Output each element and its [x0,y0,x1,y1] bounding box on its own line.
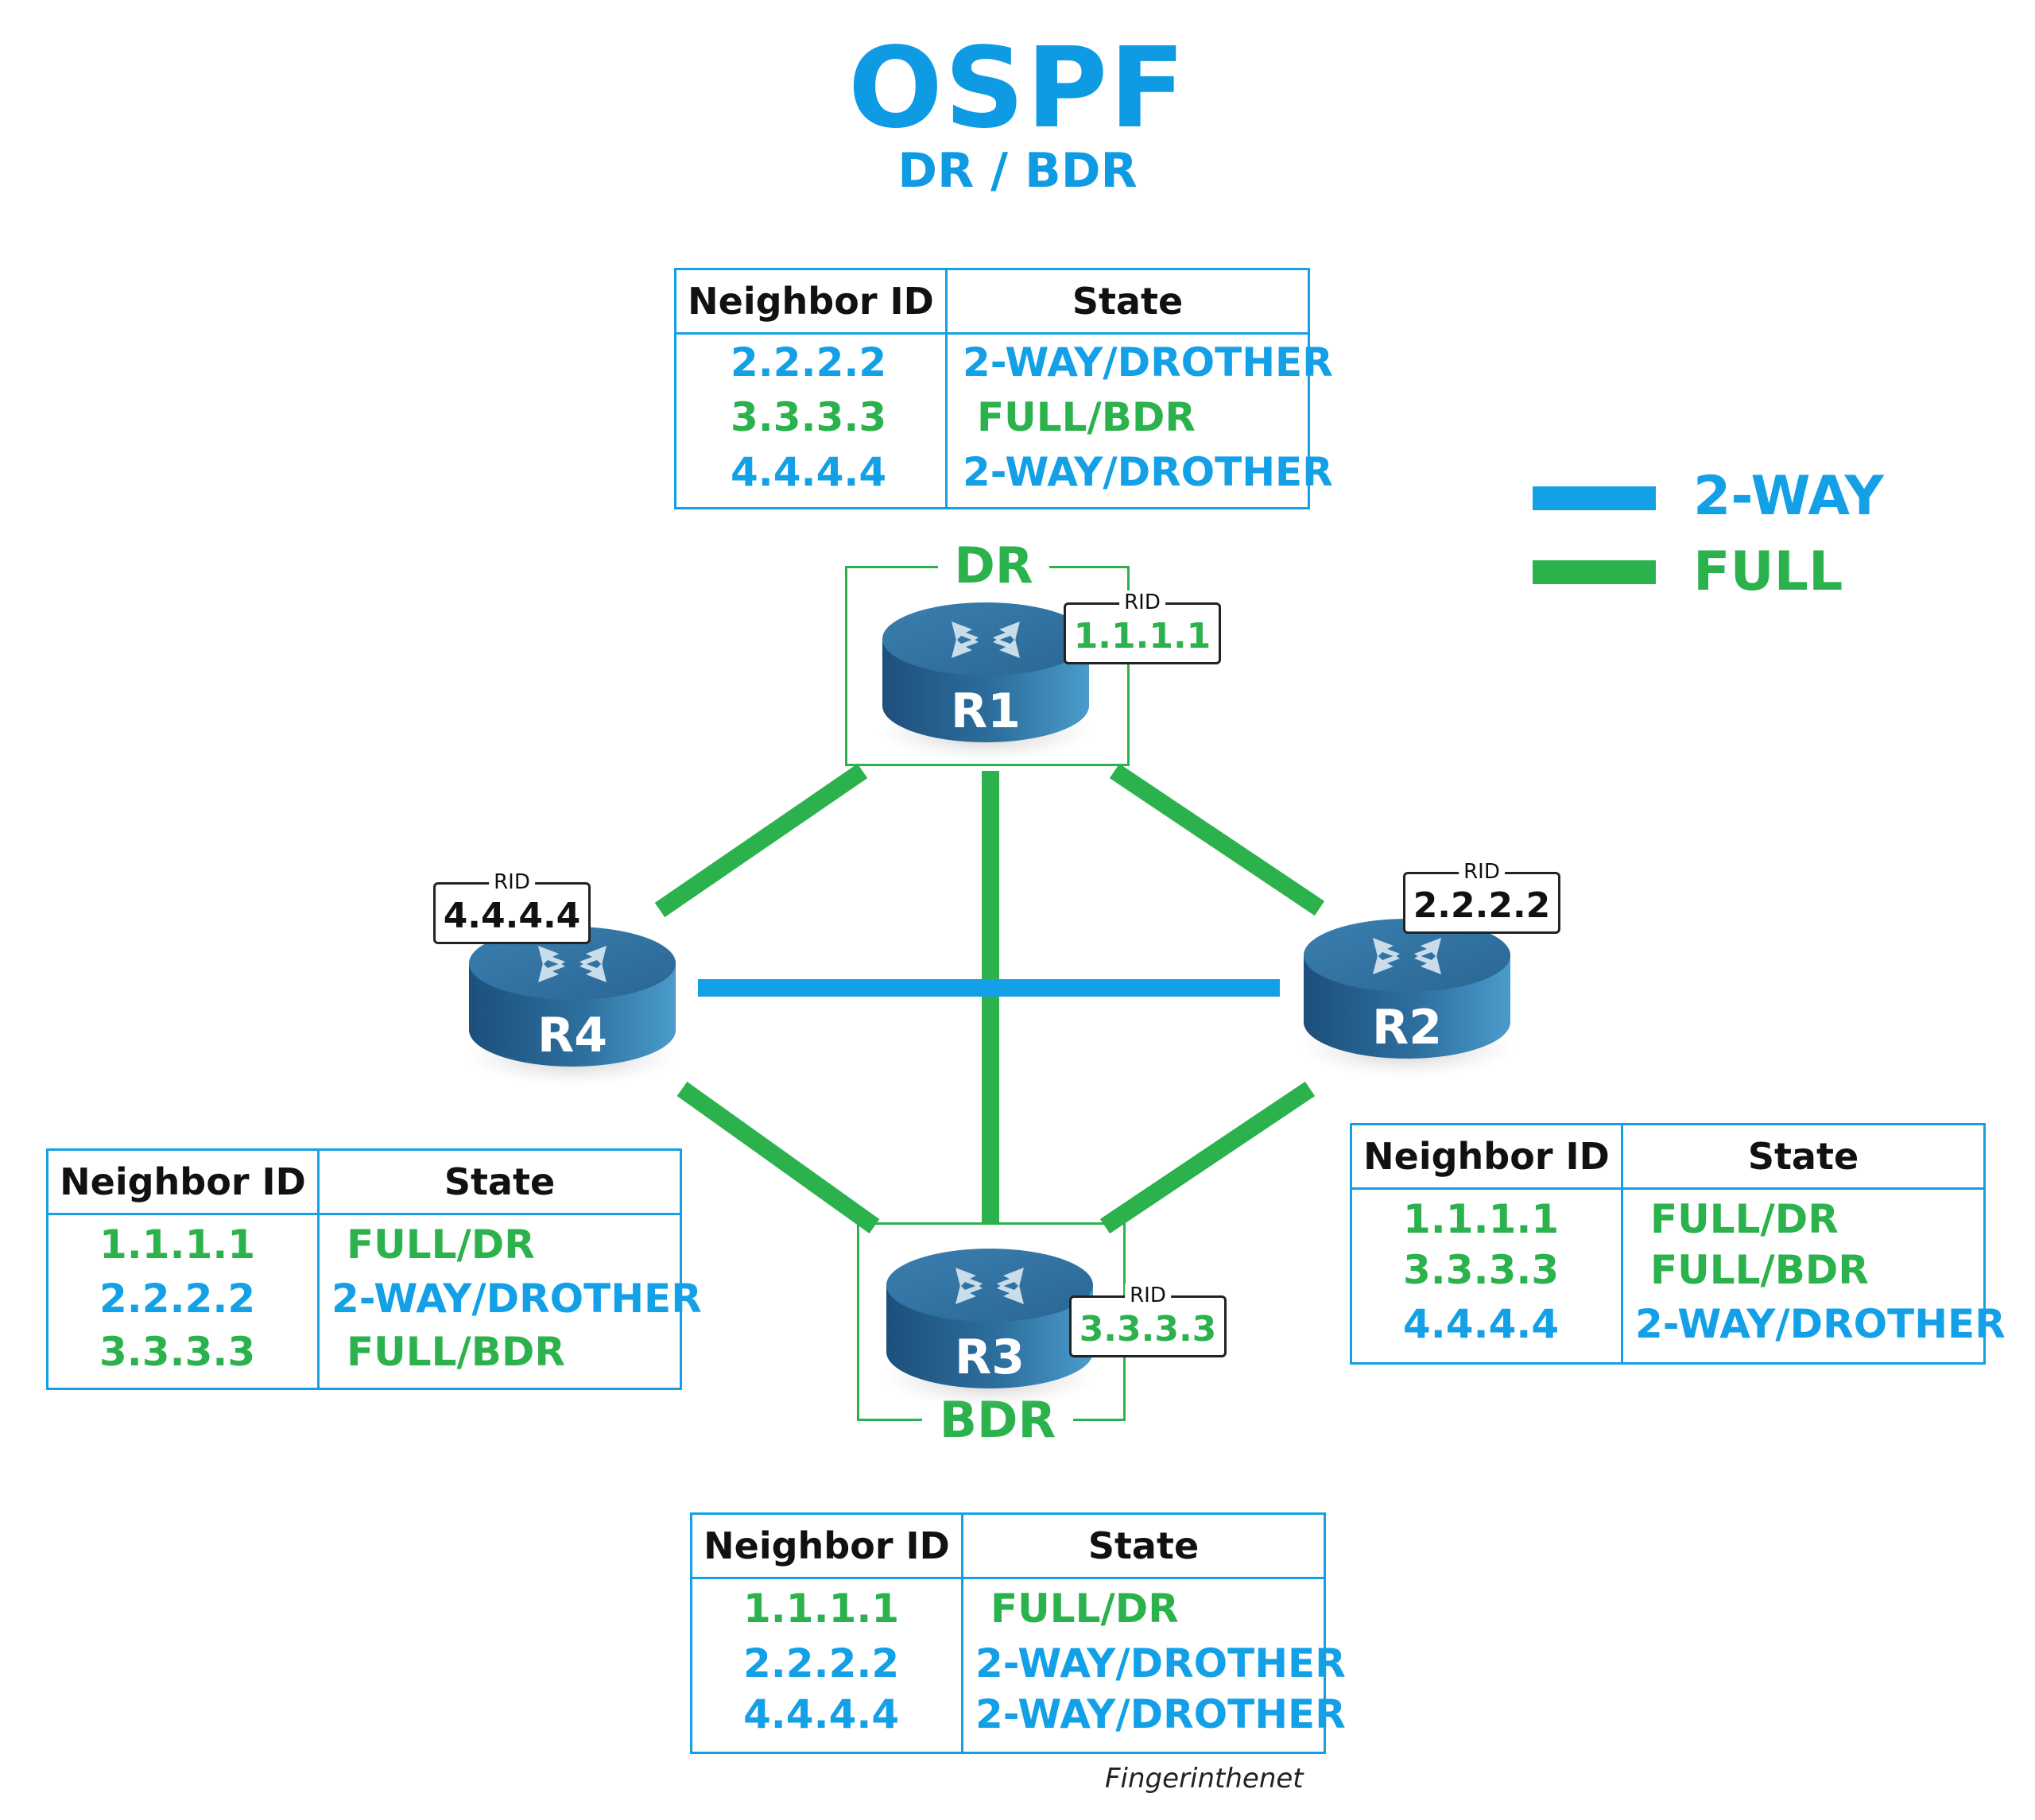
router-name: R1 [951,683,1021,739]
credit-text: Fingerinthenet [1105,1763,1304,1795]
link-r2-r3 [1099,1081,1316,1234]
column-divider [961,1515,963,1752]
table-row-state: FULL/BDR [1650,1247,1869,1293]
router-r2[interactable]: R2 [1300,906,1514,1081]
router-r3[interactable]: R3 [882,1236,1097,1411]
neighbor-table-r2: Neighbor ID State 1.1.1.1 FULL/DR 3.3.3.… [1350,1123,2006,1365]
column-divider [317,1151,320,1388]
link-r1-r2 [1109,763,1325,916]
dr-role-label: DR [938,540,1049,591]
table-row-id: 4.4.4.4 [743,1691,900,1737]
header-state: State [1087,1524,1200,1567]
table-row-id: 3.3.3.3 [731,394,887,440]
table-row-id: 4.4.4.4 [1403,1301,1560,1347]
header-neighbor-id: Neighbor ID [60,1160,306,1203]
diagram-subtitle: DR / BDR [897,143,1138,199]
header-neighbor-id: Neighbor ID [1363,1135,1610,1178]
column-divider [945,270,948,507]
router-name: R2 [1372,1000,1442,1055]
rid-value: 1.1.1.1 [1073,616,1211,656]
table-row-state: 2-WAY/DROTHER [975,1640,1346,1686]
table-row-state: FULL/BDR [347,1329,565,1375]
rid-tag: RID [489,870,535,894]
legend-swatch-full [1533,560,1656,584]
link-r1-r4 [654,763,868,918]
header-neighbor-id: Neighbor ID [688,280,934,323]
table-row-state: 2-WAY/DROTHER [963,449,1333,495]
legend-label-2way: 2-WAY [1693,465,1884,528]
rid-box-r3: RID 3.3.3.3 [1069,1284,1227,1357]
neighbor-table-r3: Neighbor ID State 1.1.1.1 FULL/DR 2.2.2.… [690,1512,1346,1754]
link-r4-r3 [676,1082,880,1233]
table-row-state: 2-WAY/DROTHER [963,339,1333,385]
table-row-id: 1.1.1.1 [743,1586,900,1632]
neighbor-table-r4: Neighbor ID State 1.1.1.1 FULL/DR 2.2.2.… [46,1148,702,1390]
table-row-id: 2.2.2.2 [743,1640,900,1686]
router-icon [882,1249,1097,1408]
router-icon [465,927,680,1086]
header-state: State [1747,1135,1859,1178]
rid-value: 3.3.3.3 [1079,1309,1217,1350]
header-state: State [444,1160,556,1203]
table-row-state: FULL/BDR [977,394,1196,440]
rid-tag: RID [1119,591,1165,614]
table-row-state: 2-WAY/DROTHER [331,1276,702,1322]
table-header [676,270,1308,335]
legend-label-full: FULL [1693,540,1843,603]
diagram-title: OSPF [847,24,1188,153]
table-header [1352,1125,1983,1190]
table-row-id: 3.3.3.3 [99,1329,256,1375]
legend-swatch-2way [1533,486,1656,510]
neighbor-table-r1: Neighbor ID State 2.2.2.2 2-WAY/DROTHER … [674,268,1333,509]
router-name: R3 [955,1330,1025,1385]
table-row-state: 2-WAY/DROTHER [1635,1301,2006,1347]
table-header [692,1515,1324,1579]
table-row-state: FULL/DR [1650,1196,1839,1242]
table-row-state: FULL/DR [990,1586,1179,1632]
table-row-id: 3.3.3.3 [1403,1247,1560,1293]
rid-value: 4.4.4.4 [443,896,581,936]
header-neighbor-id: Neighbor ID [704,1524,950,1567]
rid-value: 2.2.2.2 [1413,885,1551,926]
rid-tag: RID [1459,860,1505,884]
rid-box-r1: RID 1.1.1.1 [1064,591,1221,664]
rid-tag: RID [1125,1284,1171,1307]
rid-box-r4: RID 4.4.4.4 [433,870,591,944]
table-row-state: FULL/DR [347,1222,535,1268]
table-row-id: 1.1.1.1 [99,1222,256,1268]
table-header [48,1151,680,1215]
router-r4[interactable]: R4 [465,914,680,1089]
table-row-id: 2.2.2.2 [731,339,887,385]
table-row-state: 2-WAY/DROTHER [975,1691,1346,1737]
router-icon [1300,919,1514,1078]
table-row-id: 2.2.2.2 [99,1276,256,1322]
table-row-id: 4.4.4.4 [731,449,887,495]
column-divider [1621,1125,1623,1362]
router-name: R4 [537,1008,607,1063]
table-row-id: 1.1.1.1 [1403,1196,1560,1242]
header-state: State [1072,280,1184,323]
rid-box-r2: RID 2.2.2.2 [1403,860,1560,934]
router-icon [878,602,1093,761]
router-r1[interactable]: R1 [878,590,1093,765]
